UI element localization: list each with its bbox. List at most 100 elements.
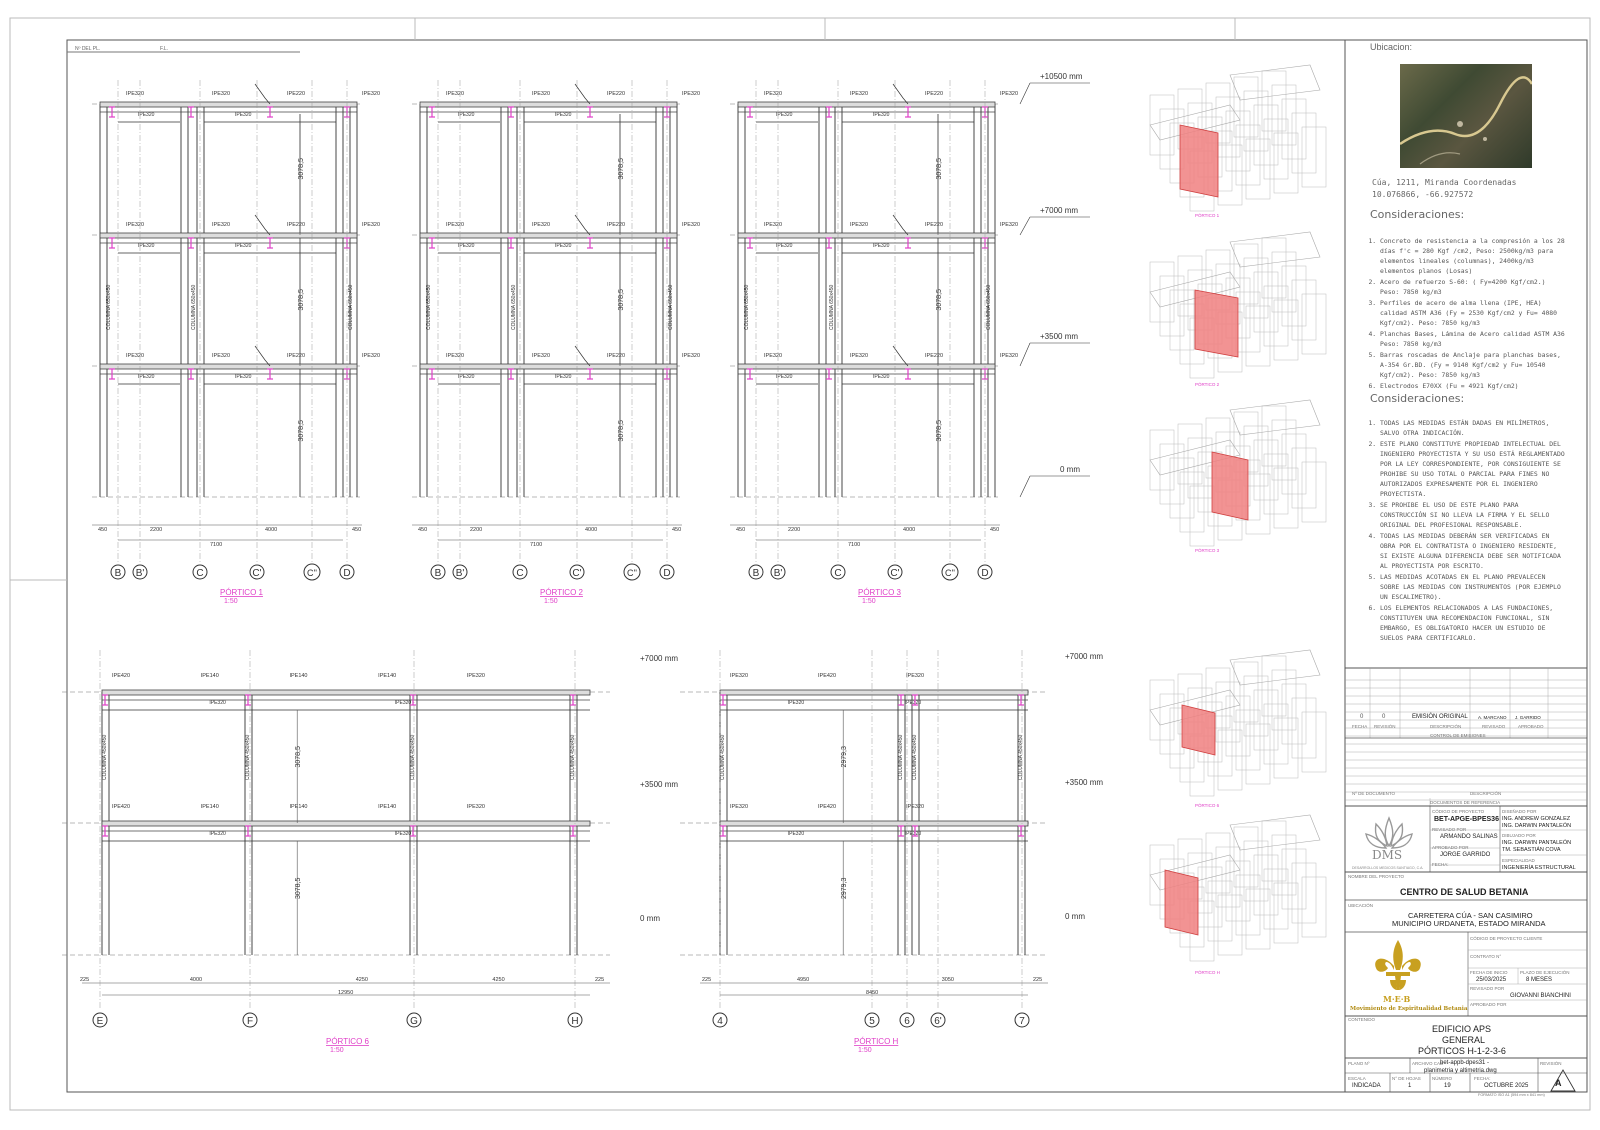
iso-cell	[1301, 876, 1327, 938]
iso-cell	[1253, 854, 1279, 916]
level-label-ph: +3500 mm	[1065, 778, 1103, 787]
iso-cell	[1291, 697, 1317, 759]
iso-cell	[1207, 880, 1233, 942]
beam-label: IPE320	[873, 374, 890, 380]
axis-bubble	[512, 564, 528, 580]
dimension-value: 2200	[150, 527, 162, 533]
beam-label: IPE220	[607, 91, 625, 97]
level-label-p6: +3500 mm	[640, 780, 678, 789]
plazo-label: PLAZO DE EJECUCIÓN	[1520, 970, 1570, 975]
aprobado2-label: APROBADO POR	[1470, 1002, 1507, 1007]
frame-scale: 1:50	[224, 598, 238, 605]
fecha-label: FECHA:	[1432, 862, 1449, 867]
iso-roof	[1229, 399, 1321, 436]
column-label: COLUMNA 450x450	[1018, 734, 1024, 780]
axis-label: H	[571, 1016, 578, 1027]
beam-label: IPE320	[126, 222, 144, 228]
iso-roof	[1149, 854, 1241, 891]
doc-head-1: DESCRIPCIÓN	[1470, 791, 1502, 796]
highlighted-frame	[1164, 869, 1199, 936]
iso-cell	[1245, 138, 1271, 200]
beam-label: IPE320	[532, 91, 550, 97]
iso-roof	[1149, 689, 1241, 726]
beam-label: IPE320	[788, 831, 805, 837]
iso-cell	[1291, 279, 1317, 341]
axis-label: B	[435, 568, 442, 579]
iso-label: PÓRTICO H	[1195, 969, 1220, 975]
consideration-b-3: SE PROHIBE EL USO DE ESTE PLANO PARA CON…	[1380, 500, 1566, 530]
beam-label: IPE320	[764, 353, 782, 359]
axis-bubble	[748, 564, 764, 580]
beam-label: IPE420	[112, 673, 130, 679]
iso-cell	[1159, 275, 1185, 337]
level-leader	[1019, 342, 1031, 367]
axis-bubble	[110, 564, 126, 580]
iso-cell	[1233, 243, 1259, 305]
iso-cell	[1301, 711, 1327, 773]
top-left-b: F.L.	[160, 46, 168, 52]
leader	[892, 345, 909, 367]
axis-bubble	[192, 564, 208, 580]
beam-label: IPE320	[1000, 353, 1018, 359]
column-label: COLUMNA 650x450	[829, 284, 835, 330]
contrato-label: CONTRATO N°	[1470, 954, 1502, 959]
level-label-ph: +7000 mm	[1065, 652, 1103, 661]
titleblock-grid	[1345, 667, 1587, 1092]
iso-cell	[1271, 669, 1297, 731]
beam-label: IPE320	[458, 243, 475, 249]
dimension-value: 4950	[797, 977, 809, 983]
axis-label: 5	[869, 1016, 875, 1027]
beam-label: IPE320	[873, 243, 890, 249]
contenido-label: CONTENIDO	[1348, 1017, 1375, 1022]
iso-cell	[1243, 425, 1269, 487]
contenido-1: EDIFICIO APS	[1432, 1024, 1492, 1034]
slab	[101, 689, 591, 696]
consideration-a-4: Planchas Bases, Lámina de Acero calidad …	[1380, 329, 1566, 349]
beam-label: IPE320	[362, 353, 380, 359]
fecha-inicio: 25/03/2025	[1476, 977, 1507, 983]
iso-cell	[1263, 453, 1289, 515]
dimension-value: 4250	[356, 977, 368, 983]
column-label: COLUMNA 650x450	[106, 284, 112, 330]
axis-label: C''	[945, 568, 955, 578]
axis-bubble	[712, 1012, 728, 1028]
dimension-value: 225	[595, 977, 604, 983]
beam-label: IPE320	[555, 112, 572, 118]
considerations-list-2: TODAS LAS MEDIDAS ESTÁN DADAS EN MILÍMET…	[1366, 418, 1566, 644]
iso-cell	[1253, 271, 1279, 333]
doc-head-0: Nº DE DOCUMENTO	[1352, 791, 1396, 796]
axis-bubble	[242, 1012, 258, 1028]
considerations-list-1: Concreto de resistencia a la compresión …	[1366, 236, 1566, 392]
ubicacion-1: CARRETERA CÚA - SAN CASIMIRO	[1408, 911, 1533, 920]
beam-label: IPE320	[212, 91, 230, 97]
iso-cell	[1273, 299, 1299, 361]
column-label: COLUMNA 450x450	[410, 734, 416, 780]
iso-cell	[1261, 655, 1287, 717]
rev-row-0: 0	[1360, 714, 1364, 720]
iso-cell	[1189, 485, 1215, 547]
story-dimension: 2979,3	[841, 746, 848, 768]
beam-label: IPE320	[532, 353, 550, 359]
iso-cell	[1261, 237, 1287, 299]
iso-cell	[1245, 723, 1271, 785]
dimension-value: 4000	[265, 527, 277, 533]
considerations-title-2: Consideraciones:	[1370, 392, 1465, 405]
axis-bubble	[659, 564, 675, 580]
axis-label: C'	[572, 568, 581, 579]
beam-label: IPE320	[905, 700, 922, 706]
escala: INDICADA	[1352, 1083, 1381, 1089]
slab	[737, 101, 996, 108]
rev-row-4: J. GARRIDO	[1515, 715, 1541, 720]
iso-cell	[1235, 709, 1261, 771]
meb-name: Movimiento de Espiritualidad Betania	[1350, 1006, 1468, 1012]
axis-label: C	[516, 568, 523, 579]
column-label: COLUMNA 650x450	[511, 284, 517, 330]
story-dimension: 3078,5	[936, 158, 943, 180]
beam-label: IPE320	[850, 222, 868, 228]
iso-cell	[1245, 888, 1271, 950]
dimension-total: 7100	[530, 542, 542, 548]
iso-cell	[1263, 285, 1289, 347]
especialidad: INGENIERÍA ESTRUCTURAL	[1502, 865, 1576, 871]
